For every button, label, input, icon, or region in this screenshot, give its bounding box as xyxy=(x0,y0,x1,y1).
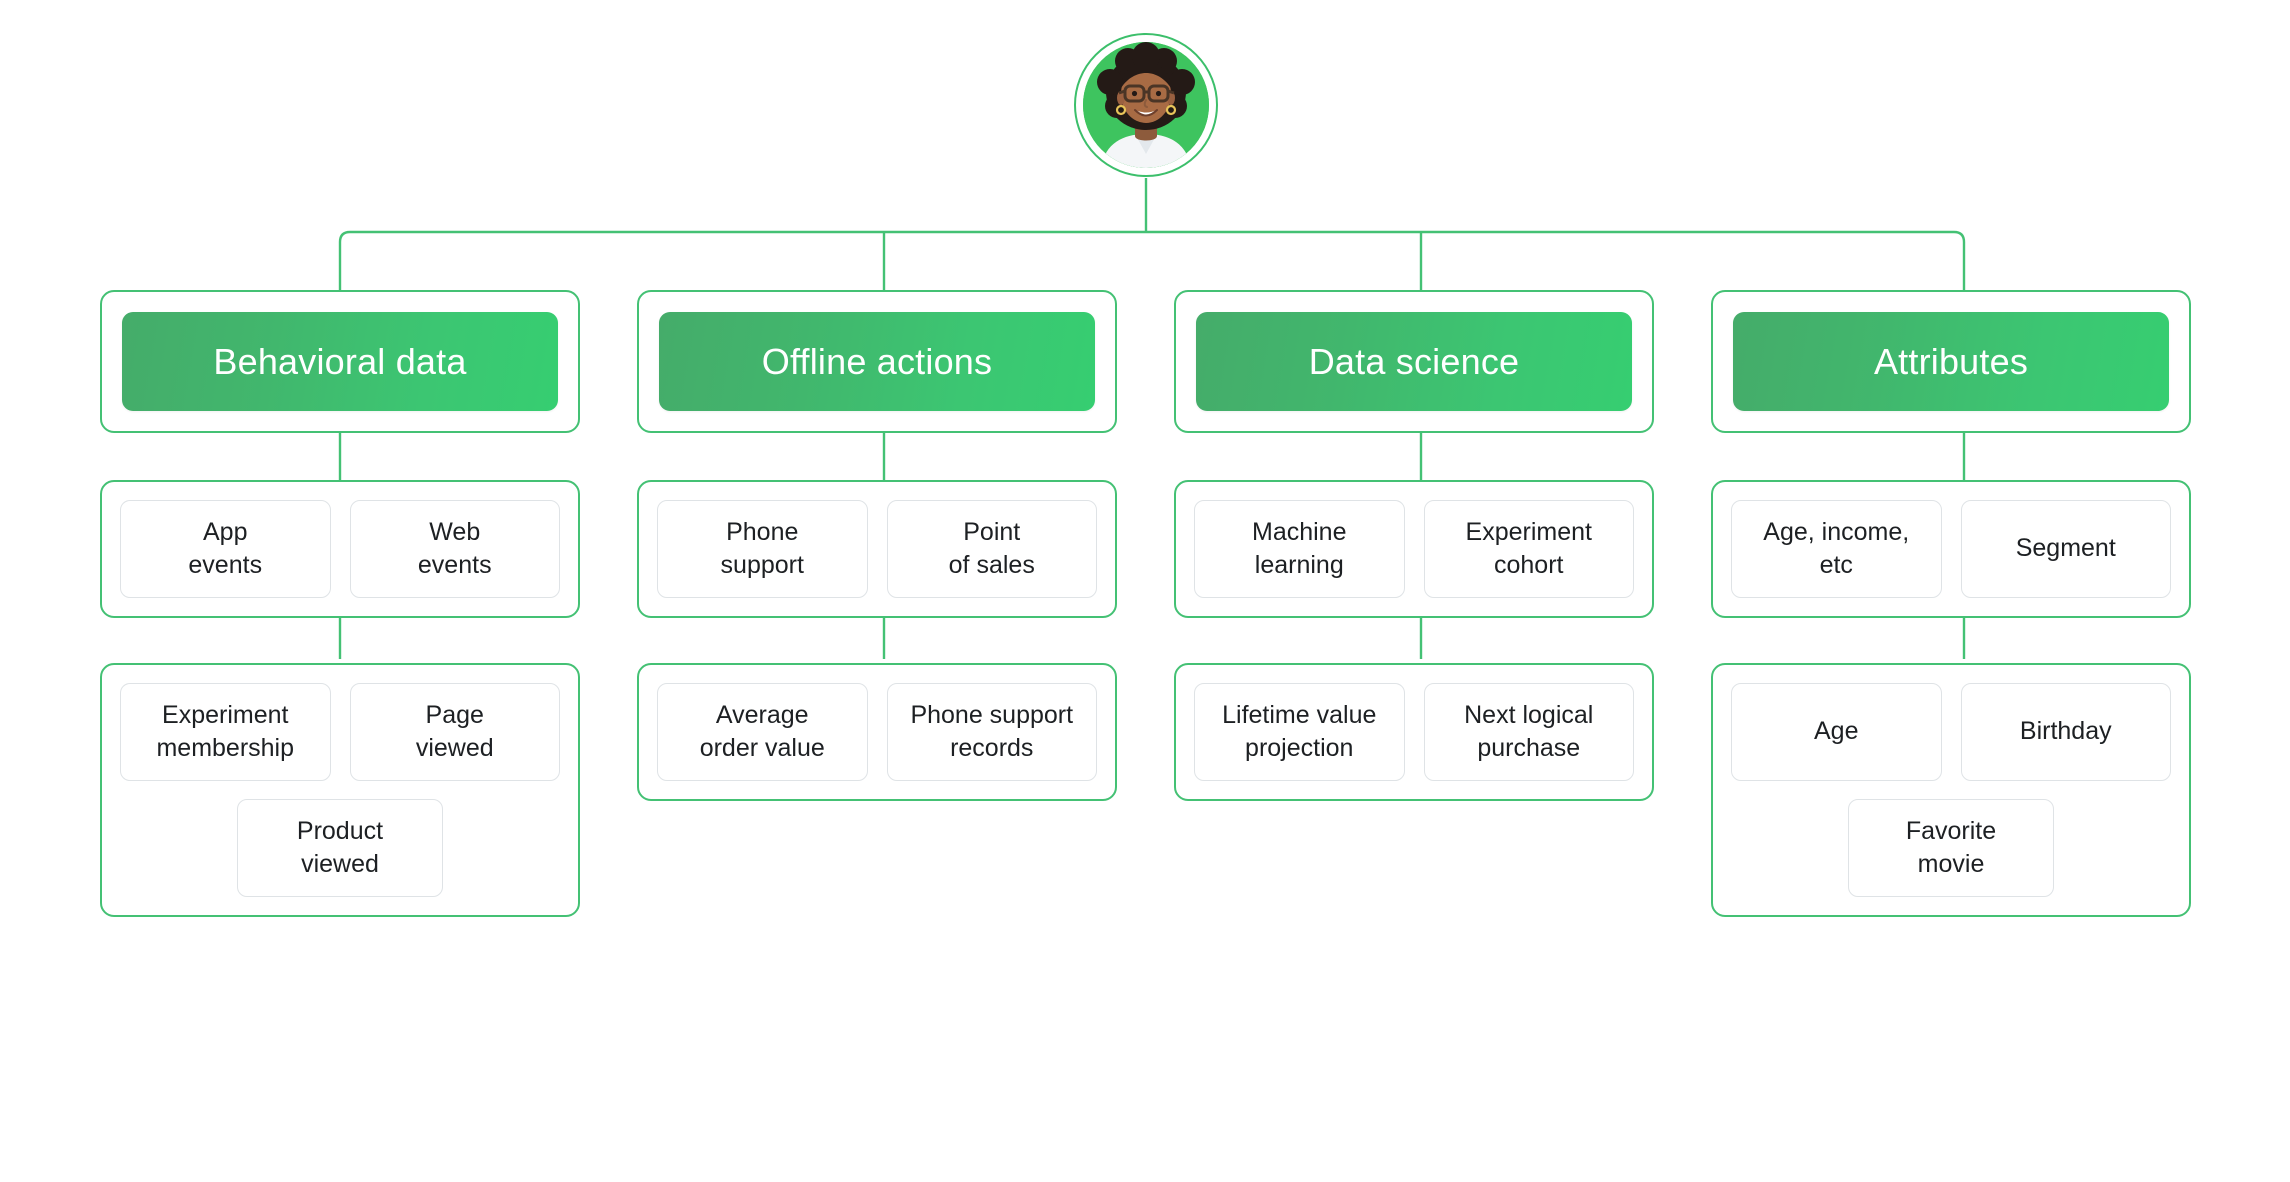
branch-group-card[interactable]: Lifetime value projection Next logical p… xyxy=(1174,663,1654,801)
chip-label: Phone support xyxy=(720,517,804,580)
avatar-photo xyxy=(1083,42,1209,168)
chip-label: Web events xyxy=(417,517,492,580)
chip-row: Machine learning Experiment cohort xyxy=(1194,500,1634,598)
branch-column-offline-actions: Offline actions Phone support Point of s… xyxy=(637,290,1117,801)
chip-item[interactable]: Point of sales xyxy=(886,500,1097,598)
chip-item[interactable]: Average order value xyxy=(657,683,868,781)
branch-header-label: Data science xyxy=(1308,340,1520,382)
branch-header-card[interactable]: Offline actions xyxy=(637,290,1117,433)
chip-item[interactable]: Experiment cohort xyxy=(1423,500,1634,598)
branch-header-label: Attributes xyxy=(1873,340,2029,382)
chip-label: Machine learning xyxy=(1252,517,1347,580)
chip-item[interactable]: Machine learning xyxy=(1194,500,1405,598)
branch-column-behavioral-data: Behavioral data App events Web events Ex… xyxy=(100,290,580,917)
chip-item[interactable]: Favorite movie xyxy=(1848,799,2054,897)
branch-group-card[interactable]: App events Web events xyxy=(100,480,580,618)
branch-group-card[interactable]: Experiment membership Page viewed Produc… xyxy=(100,663,580,917)
chip-row: Product viewed xyxy=(120,799,560,897)
branch-column-data-science: Data science Machine learning Experiment… xyxy=(1174,290,1654,801)
chip-label: Point of sales xyxy=(948,517,1035,580)
chip-item[interactable]: Web events xyxy=(349,500,560,598)
branch-header-banner: Behavioral data xyxy=(122,312,558,411)
chip-label: Age xyxy=(1814,717,1859,746)
chip-row: Average order value Phone support record… xyxy=(657,683,1097,781)
chip-label: Segment xyxy=(2015,534,2116,563)
chip-item[interactable]: Age, income, etc xyxy=(1731,500,1942,598)
chip-item[interactable]: Next logical purchase xyxy=(1423,683,1634,781)
chip-row: Experiment membership Page viewed xyxy=(120,683,560,781)
root-avatar xyxy=(1074,33,1218,177)
chip-label: Age, income, etc xyxy=(1763,517,1910,580)
chip-item[interactable]: Segment xyxy=(1960,500,2171,598)
branch-header-label: Offline actions xyxy=(761,340,993,382)
branch-header-card[interactable]: Behavioral data xyxy=(100,290,580,433)
branch-header-label: Behavioral data xyxy=(213,340,467,382)
branch-group-card[interactable]: Age Birthday Favorite movie xyxy=(1711,663,2191,917)
chip-label: Experiment membership xyxy=(156,700,295,763)
chip-label: Birthday xyxy=(2019,717,2112,746)
chip-item[interactable]: Birthday xyxy=(1960,683,2171,781)
chip-label: Experiment cohort xyxy=(1465,517,1592,580)
branch-header-banner: Offline actions xyxy=(659,312,1095,411)
connector-bus xyxy=(338,230,1966,290)
chip-row: Lifetime value projection Next logical p… xyxy=(1194,683,1634,781)
chip-label: App events xyxy=(188,517,263,580)
chip-row: Favorite movie xyxy=(1731,799,2171,897)
branch-group-card[interactable]: Age, income, etc Segment xyxy=(1711,480,2191,618)
branch-header-banner: Data science xyxy=(1196,312,1632,411)
chip-item[interactable]: Age xyxy=(1731,683,1942,781)
chip-item[interactable]: Phone support records xyxy=(886,683,1097,781)
chip-label: Page viewed xyxy=(415,700,494,763)
chip-row: App events Web events xyxy=(120,500,560,598)
branch-group-card[interactable]: Phone support Point of sales xyxy=(637,480,1117,618)
chip-item[interactable]: Page viewed xyxy=(349,683,560,781)
chip-item[interactable]: Phone support xyxy=(657,500,868,598)
branch-header-card[interactable]: Data science xyxy=(1174,290,1654,433)
chip-item[interactable]: Product viewed xyxy=(237,799,443,897)
chip-item[interactable]: Lifetime value projection xyxy=(1194,683,1405,781)
chip-row: Phone support Point of sales xyxy=(657,500,1097,598)
branch-header-banner: Attributes xyxy=(1733,312,2169,411)
chip-item[interactable]: Experiment membership xyxy=(120,683,331,781)
chip-label: Next logical purchase xyxy=(1464,700,1594,763)
chip-row: Age, income, etc Segment xyxy=(1731,500,2171,598)
branch-group-card[interactable]: Machine learning Experiment cohort xyxy=(1174,480,1654,618)
branch-header-card[interactable]: Attributes xyxy=(1711,290,2191,433)
chip-row: Age Birthday xyxy=(1731,683,2171,781)
chip-label: Average order value xyxy=(699,700,825,763)
chip-item[interactable]: App events xyxy=(120,500,331,598)
branch-group-card[interactable]: Average order value Phone support record… xyxy=(637,663,1117,801)
chip-label: Phone support records xyxy=(910,700,1074,763)
chip-label: Product viewed xyxy=(296,816,384,879)
chip-label: Favorite movie xyxy=(1905,816,1997,879)
chip-label: Lifetime value projection xyxy=(1222,700,1377,763)
branch-column-attributes: Attributes Age, income, etc Segment Age … xyxy=(1711,290,2191,917)
